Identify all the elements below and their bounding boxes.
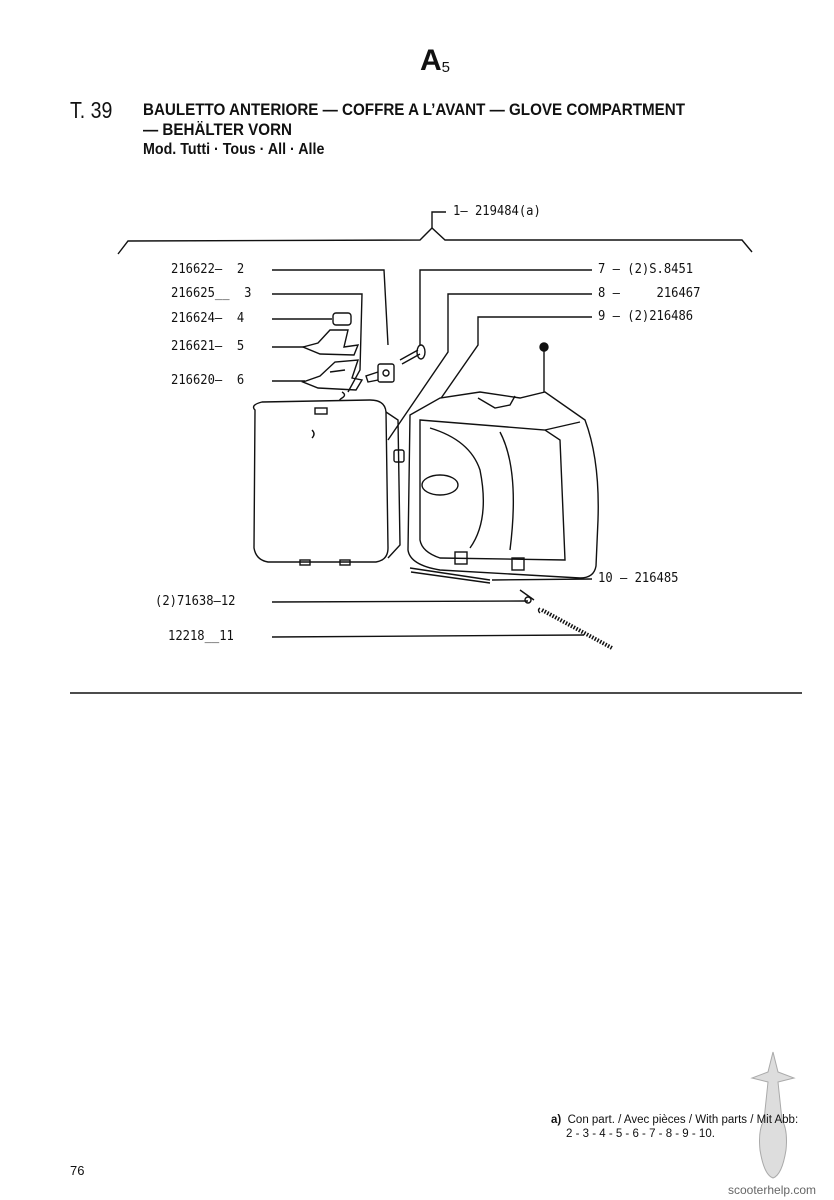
leader-12 xyxy=(271,600,529,603)
part-7-screw xyxy=(399,344,426,365)
part-4-clip xyxy=(332,312,352,326)
watermark-text: scooterhelp.com xyxy=(728,1183,817,1197)
part-label-5: 216621— 5 xyxy=(171,338,245,354)
footnote-marker: a) xyxy=(551,1114,562,1126)
part-5-spring-plate xyxy=(300,329,360,356)
table-number: T. 39 xyxy=(70,97,113,123)
scooter-watermark-icon xyxy=(750,1051,796,1179)
leader-2 xyxy=(272,269,389,346)
assembly-bracket xyxy=(117,227,753,255)
leader-3 xyxy=(272,293,363,393)
part-label-10: 10 — 216485 xyxy=(598,570,679,586)
leader-11 xyxy=(271,634,585,638)
section-letter: A xyxy=(420,44,442,77)
page-number: 76 xyxy=(70,1163,85,1178)
part-label-8: 8 — 216467 xyxy=(598,285,701,301)
footnote-line-2: 2 - 3 - 4 - 5 - 6 - 7 - 8 - 9 - 10. xyxy=(566,1128,715,1140)
footnote-line-1: Con part. / Avec pièces / With parts / M… xyxy=(567,1114,799,1126)
models-line: Mod. Tutti · Tous · All · Alle xyxy=(143,141,325,158)
part-label-7: 7 — (2)S.8451 xyxy=(598,261,694,277)
part-10-pin xyxy=(409,567,491,584)
part-label-6: 216620— 6 xyxy=(171,372,245,388)
footnote: a) Con part. / Avec pièces / With parts … xyxy=(551,1113,798,1141)
part-label-3: 216625__ 3 xyxy=(171,285,252,301)
part-2-nut xyxy=(365,363,395,383)
part-1-label: 1— 219484(a) xyxy=(453,203,541,219)
title-line-2: — BEHÄLTER VORN xyxy=(143,121,292,139)
title-line-1: BAULETTO ANTERIORE — COFFRE A L’AVANT — … xyxy=(143,101,685,119)
section-heading: A5 xyxy=(420,44,450,78)
leader-9 xyxy=(411,316,592,441)
section-number: 5 xyxy=(441,59,451,76)
leader-8 xyxy=(387,293,592,441)
part-12-clip xyxy=(519,589,535,604)
part-lid xyxy=(252,399,405,566)
part-glove-box xyxy=(407,391,599,579)
part-label-12: (2)71638—12 xyxy=(155,593,236,609)
leader-7 xyxy=(419,269,592,345)
part-label-11: 12218__11 xyxy=(168,628,234,644)
part-label-2: 216622— 2 xyxy=(171,261,245,277)
leader-10 xyxy=(491,578,593,581)
part-label-4: 216624— 4 xyxy=(171,310,245,326)
part-11-spring xyxy=(537,607,613,650)
leader-1 xyxy=(431,211,446,228)
part-label-9: 9 — (2)216486 xyxy=(598,308,694,324)
part-6-plate xyxy=(301,359,364,391)
